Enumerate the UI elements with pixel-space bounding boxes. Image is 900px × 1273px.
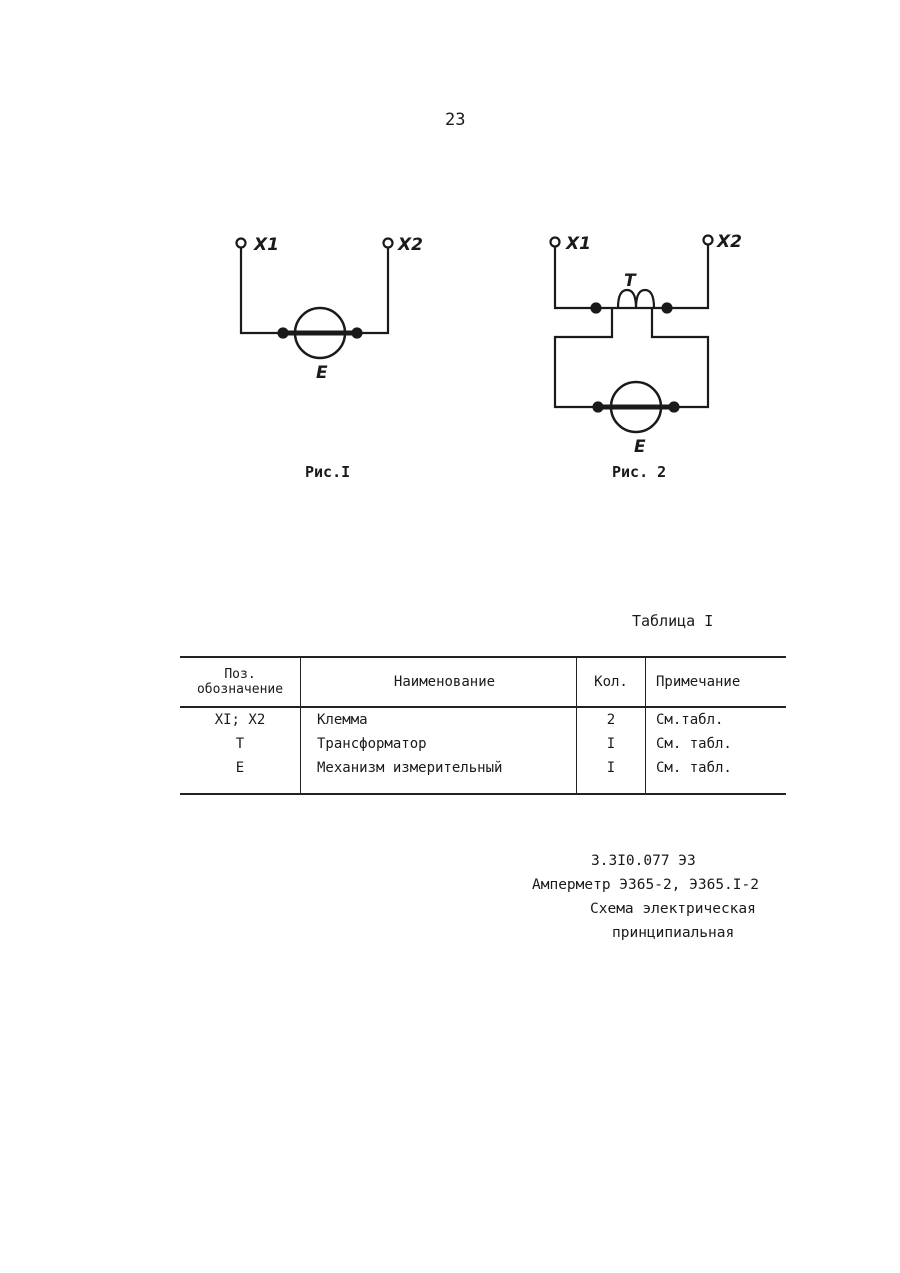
table-header-row: Поз. обозначение Наименование Кол. Приме… [180,656,786,708]
label-x1-fig2: X1 [565,234,591,254]
document-code: 3.3I0.077 ЭЗ [591,853,696,869]
cell-name: Механизм измерительный [300,756,577,795]
figure-1-diagram [235,237,394,360]
header-position: Поз. обозначение [180,656,301,708]
cell-name: Трансформатор [300,732,577,756]
components-table: Поз. обозначение Наименование Кол. Приме… [180,656,786,795]
header-quantity: Кол. [576,656,646,708]
junction-dot-4-fig2 [668,401,680,413]
figure-2-caption: Рис. 2 [612,463,667,481]
cell-note: См. табл. [645,756,786,795]
cell-note: См. табл. [656,736,732,752]
terminal-x1-fig2 [549,236,561,248]
junction-dot-2-fig2 [661,302,673,314]
terminal-x1-fig1 [235,237,247,249]
cell-quantity: I [576,756,646,795]
label-t-fig2: T [624,271,637,291]
junction-dot-right-fig1 [351,327,363,339]
figure-2-diagram [549,234,714,434]
label-e-fig2: E [634,437,646,457]
junction-dot-left-fig1 [277,327,289,339]
label-x2-fig1: X2 [397,235,423,255]
header-name: Наименование [300,656,577,708]
document-title-line-2: принципиальная [612,925,735,941]
transformer-coil-fig2 [616,288,656,309]
cell-name: Клемма [300,707,577,732]
header-note: Примечание [645,656,786,708]
cell-quantity: I [576,732,646,756]
cell-position: T [180,732,301,756]
wire-primary-fig2 [553,245,710,310]
table-row: E Механизм измерительный I См. табл. [180,756,786,795]
terminal-x2-fig1 [382,237,394,249]
table-row: XI; X2 Клемма 2 См.табл. [180,707,786,732]
label-e-fig1: E [316,363,328,383]
circuit-diagrams: X1 X2 E X1 X2 T E [235,232,742,457]
label-x1-fig1: X1 [253,235,279,255]
table-title: Таблица I [632,612,714,630]
cell-position: E [180,756,301,795]
cell-note: См.табл. [656,712,724,728]
label-x2-fig2: X2 [716,232,742,252]
cell-position: XI; X2 [180,707,301,732]
device-name: Амперметр Э365-2, Э365.I-2 [532,877,759,893]
terminal-x2-fig2 [702,234,714,246]
figure-1-caption: Рис.I [305,463,351,481]
junction-dot-3-fig2 [592,401,604,413]
table-row: T Трансформатор I См. табл. [180,732,786,756]
page-number: 23 [445,110,466,130]
junction-dot-1-fig2 [590,302,602,314]
cell-quantity: 2 [576,707,646,732]
document-title-line-1: Схема электрическая [590,901,756,917]
